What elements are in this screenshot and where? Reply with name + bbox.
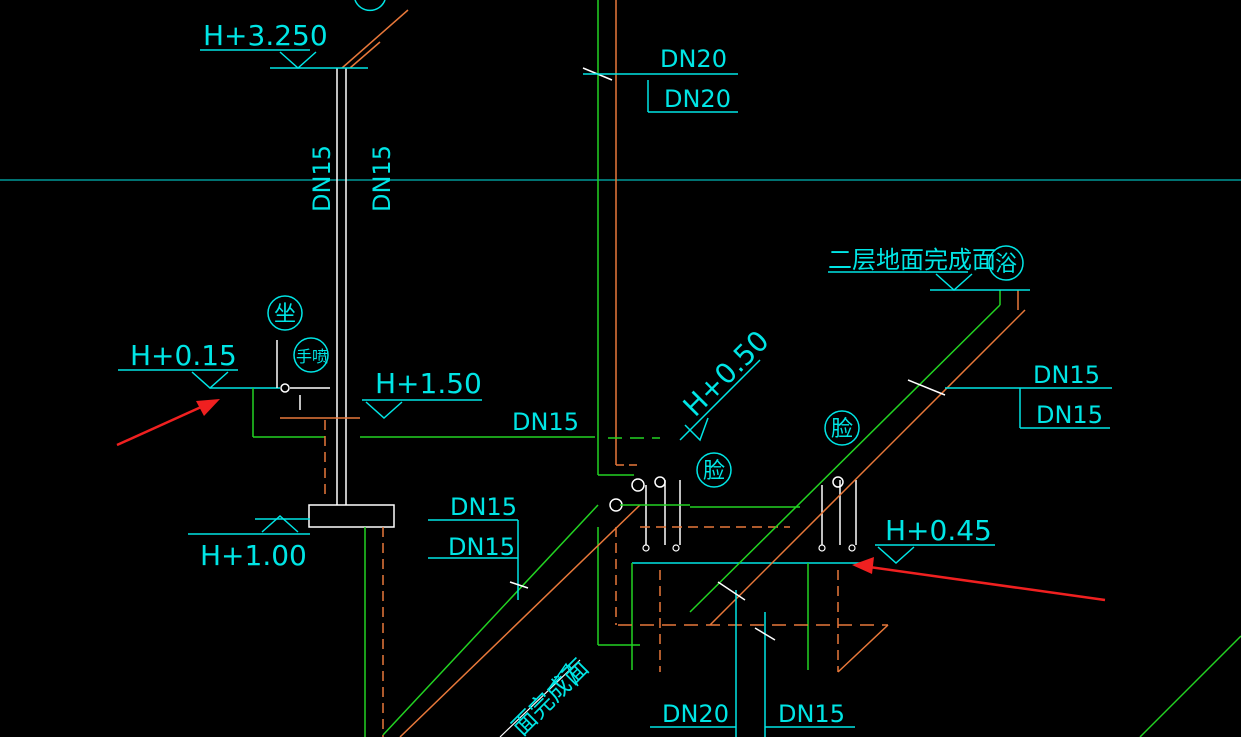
riser-dn15-label-2: DN15: [368, 145, 396, 212]
floor-2-label: 二层地面完成面: [828, 246, 996, 274]
left-riser: [308, 9, 409, 737]
elevation-050: H+0.50: [677, 324, 776, 442]
drain-line-end: [837, 624, 889, 673]
floor-1-level: 面完成面: [506, 654, 594, 737]
dn15-mid-label-b: DN15: [448, 533, 515, 561]
riser-dn15-label-1: DN15: [308, 145, 336, 212]
bottom-dn15-label: DN15: [778, 700, 845, 728]
elevation-045: H+0.45: [875, 514, 995, 565]
dn20-label-b: DN20: [664, 85, 731, 113]
diagonal-pipes-left: [382, 504, 641, 737]
center-riser: [582, 0, 660, 646]
red-arrow-icon: [852, 557, 1106, 602]
basin-fixture-2: 脸: [818, 410, 860, 552]
diagonal-pipes-right: [689, 290, 1241, 737]
elevation-top-label: H+3.250: [203, 19, 328, 52]
left-branch: H+0.15: [118, 339, 360, 500]
elevation-050-label: H+0.50: [677, 324, 776, 423]
elevation-100-label: H+1.00: [200, 539, 307, 572]
dn15-mid-label-a: DN15: [450, 493, 517, 521]
bath-symbol-text: 浴: [995, 252, 1017, 277]
bottom-dn20-label: DN20: [662, 700, 729, 728]
horizontal-dn15-label: DN15: [512, 408, 579, 436]
elevation-150-label: H+1.50: [375, 367, 482, 400]
dn20-top-labels: DN20 DN20: [616, 45, 738, 113]
hand-shower-symbol: 手喷: [293, 337, 329, 373]
elevation-marker-icon: [354, 0, 386, 12]
dn15-right-labels: DN15 DN15: [945, 361, 1112, 429]
basin-symbol-2-text: 脸: [831, 417, 853, 442]
elevation-045-label: H+0.45: [885, 514, 992, 547]
dn15-right-label-b: DN15: [1036, 401, 1103, 429]
elevation-top: H+3.250: [200, 19, 368, 70]
elevation-100: H+1.00: [188, 514, 310, 572]
toilet-symbol: 坐: [267, 295, 303, 331]
floor-2-level: 二层地面完成面 浴: [828, 245, 1030, 292]
red-arrow-icon: [116, 399, 220, 447]
dn20-label-a: DN20: [660, 45, 727, 73]
elevation-015-label: H+0.15: [130, 339, 237, 372]
floor-1-label: 面完成面: [506, 654, 594, 737]
elevation-150: H+1.50: [362, 367, 482, 420]
bottom-labels: DN20 DN15: [650, 581, 855, 737]
dn15-right-label-a: DN15: [1033, 361, 1100, 389]
basin-fixture-1: 脸: [620, 452, 732, 552]
dn15-mid-labels: DN15 DN15: [428, 493, 529, 600]
toilet-symbol-text: 坐: [274, 302, 296, 327]
hand-shower-symbol-text: 手喷: [296, 347, 328, 366]
basin-symbol-1-text: 脸: [703, 459, 725, 484]
